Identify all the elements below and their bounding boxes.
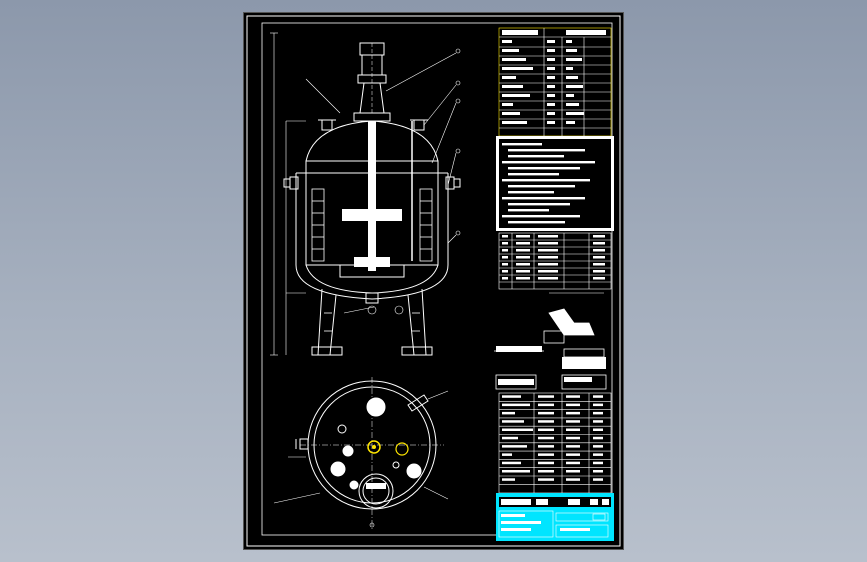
note-line-mark	[508, 221, 565, 224]
technical-notes-block	[496, 136, 614, 231]
manhole-top	[366, 397, 386, 417]
spec-row-mark	[502, 103, 513, 106]
jacket	[295, 173, 449, 300]
title-block[interactable]	[496, 493, 614, 541]
side-nozzle-right	[445, 176, 455, 190]
note-line-mark	[502, 197, 585, 200]
note-line-mark	[502, 143, 542, 146]
spec-row-mark	[502, 94, 530, 97]
spec-row-mark	[502, 40, 512, 43]
coil-right	[419, 188, 433, 262]
nozzle-top-left	[321, 119, 333, 131]
elevation-callout-markers	[367, 48, 461, 315]
note-line-mark	[508, 149, 585, 152]
spec-row-mark	[502, 58, 526, 61]
impeller-upper	[342, 209, 402, 221]
cad-drawing-icon	[592, 513, 606, 521]
note-line-mark	[508, 191, 554, 194]
drawing-sheet[interactable]	[244, 13, 623, 549]
spec-row-mark	[502, 112, 520, 115]
angled-nozzle	[407, 394, 429, 412]
bottom-plate	[339, 264, 405, 278]
note-line-mark	[508, 167, 580, 170]
spec-row-mark	[502, 121, 527, 124]
note-line-mark	[508, 209, 549, 212]
inner-border	[261, 22, 613, 536]
spec-row-mark	[502, 49, 519, 52]
plan-side-nozzle	[299, 438, 309, 450]
nozzle-n3	[330, 461, 346, 477]
spec-row-mark	[502, 76, 516, 79]
elevation-view	[270, 32, 461, 356]
bottom-outlet	[365, 292, 379, 304]
nozzle-table	[498, 232, 612, 290]
note-line-mark	[508, 185, 575, 188]
note-line-mark	[502, 215, 580, 218]
leg-right	[407, 288, 427, 356]
note-line-mark	[502, 161, 595, 164]
base-plate-right	[401, 346, 433, 356]
manhole-bottom-inner	[362, 477, 390, 505]
impeller-lower	[354, 257, 390, 267]
vessel-drawing	[246, 15, 621, 547]
note-line-mark	[508, 203, 570, 206]
plan-view	[273, 377, 449, 531]
center-shaft-marker	[367, 440, 381, 454]
mount-flange	[353, 112, 391, 122]
parts-list-table	[498, 392, 612, 494]
sight-glass-marker	[395, 442, 409, 456]
coil-left	[311, 188, 325, 262]
base-plate-left	[311, 346, 343, 356]
generated-marks	[324, 312, 420, 332]
manhole-bottom-outer	[358, 473, 394, 509]
spec-row-mark	[502, 67, 533, 70]
side-nozzle-left	[289, 176, 299, 190]
note-line-mark	[508, 155, 564, 158]
nozzle-top-right	[413, 119, 425, 131]
spec-row-mark	[502, 85, 523, 88]
detail-views	[494, 292, 607, 390]
nozzle-n7	[406, 463, 422, 479]
outer-border	[246, 15, 621, 547]
leg-left	[317, 288, 337, 356]
tech-spec-table	[498, 27, 612, 137]
note-line-mark	[508, 173, 559, 176]
agitator-shaft	[368, 121, 376, 271]
note-line-mark	[502, 179, 590, 182]
